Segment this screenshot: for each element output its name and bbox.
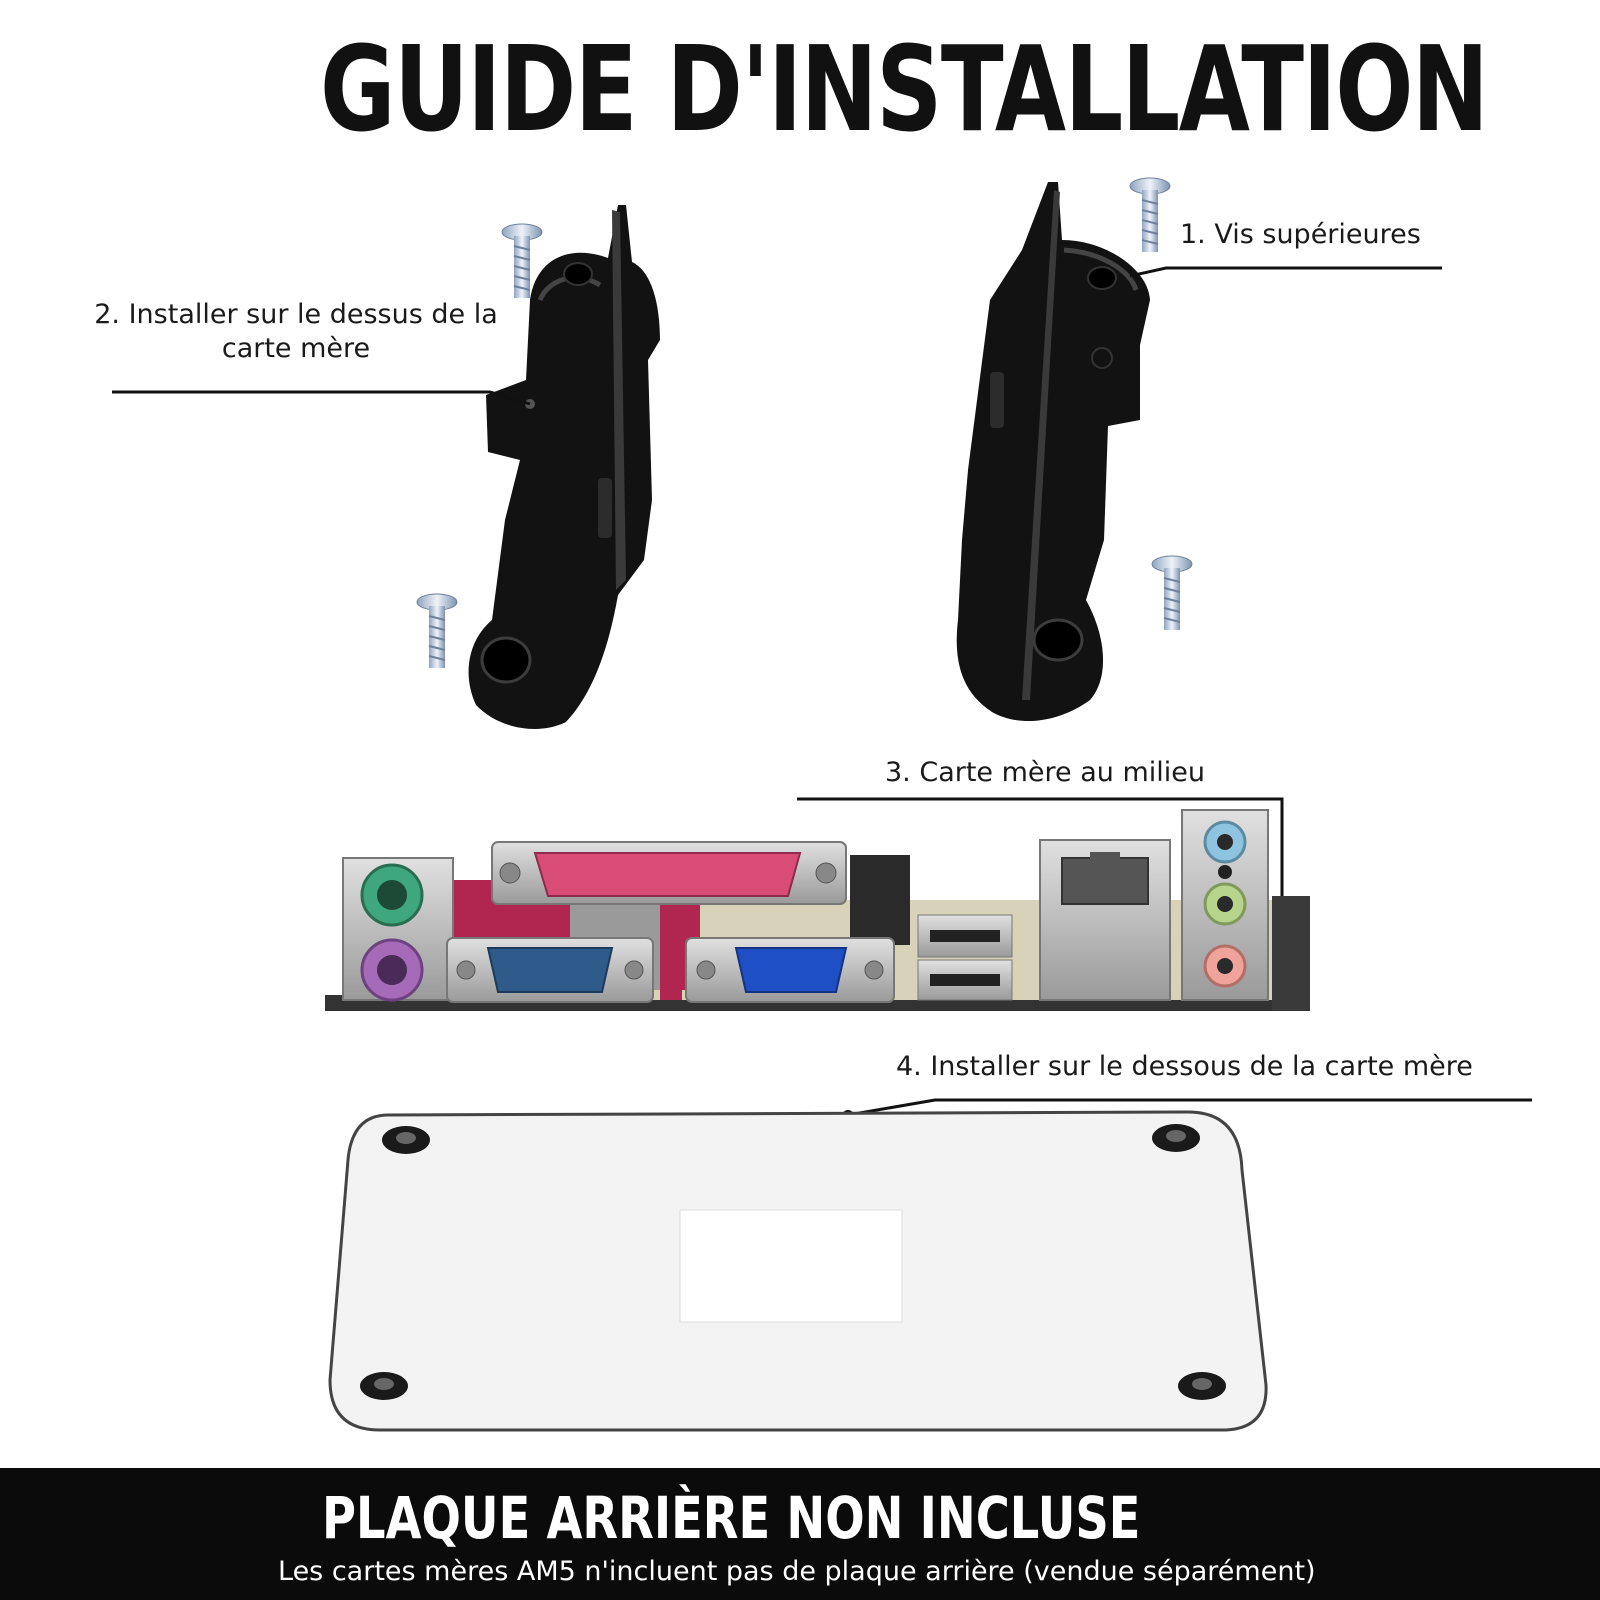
footer-banner: PLAQUE ARRIÈRE NON INCLUSE Les cartes mè…	[0, 1468, 1600, 1600]
callout-step-3: 3. Carte mère au milieu	[885, 757, 1206, 788]
callout-step-1: 1. Vis supérieures	[1180, 219, 1421, 250]
screw-icon	[416, 593, 458, 668]
callout-step-2-line-1: 2. Installer sur le dessus de la	[94, 299, 498, 330]
installation-illustration	[112, 177, 1532, 1432]
screw-icon	[501, 223, 543, 298]
vga-port	[685, 937, 895, 1003]
callout-lines	[112, 266, 1532, 1117]
backplate	[328, 1110, 1268, 1432]
screw-icon	[1129, 177, 1171, 252]
callout-step-2-line-2: carte mère	[221, 332, 371, 364]
callout-step-4: 4. Installer sur le dessous de la carte …	[896, 1051, 1473, 1082]
backplate-standoff	[1178, 1372, 1226, 1400]
serial-port	[446, 937, 654, 1003]
parallel-port	[491, 841, 847, 905]
motherboard-io-panel	[325, 809, 1310, 1011]
ethernet-port	[1039, 839, 1171, 1001]
callout-step-2: 2. Installer sur le dessus de la carte m…	[86, 298, 506, 366]
ps2-ports	[342, 857, 454, 1002]
screw-icon	[1151, 555, 1193, 630]
footer-title: PLAQUE ARRIÈRE NON INCLUSE	[322, 1484, 1141, 1552]
backplate-standoff	[360, 1372, 408, 1400]
footer-subtitle: Les cartes mères AM5 n'incluent pas de p…	[278, 1556, 1316, 1587]
backplate-standoff	[382, 1126, 430, 1154]
backplate-standoff	[1152, 1124, 1200, 1152]
top-bracket-right	[956, 182, 1150, 722]
top-bracket-left	[468, 205, 660, 729]
audio-jacks	[1181, 809, 1269, 1001]
